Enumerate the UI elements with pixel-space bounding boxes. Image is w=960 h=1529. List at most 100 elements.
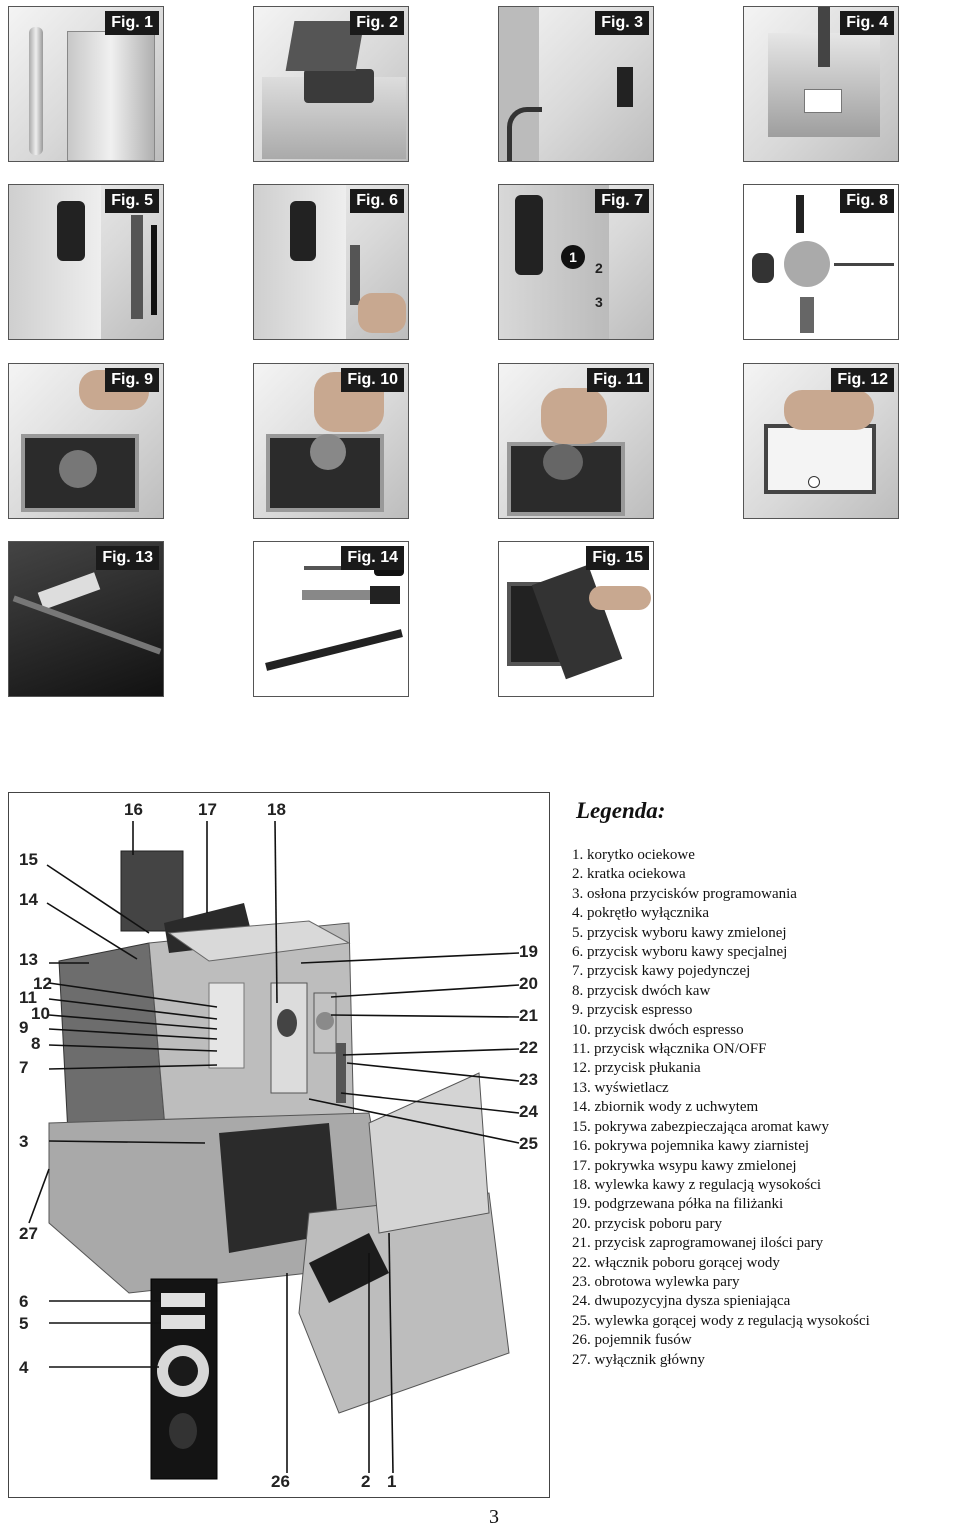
figure-label: Fig. 8 — [840, 189, 894, 213]
legend-item: 6. przycisk wyboru kawy specjalnej — [572, 944, 788, 961]
figure-illustration — [254, 7, 408, 161]
figure-label: Fig. 15 — [586, 546, 649, 570]
figure-illustration — [499, 364, 653, 518]
callout-12: 12 — [33, 974, 52, 993]
page-number: 3 — [489, 1506, 499, 1528]
figure-12: Fig. 12 — [743, 363, 899, 519]
figure-illustration: 1 2 3 — [499, 185, 653, 339]
legend-item: 2. kratka ociekowa — [572, 866, 686, 883]
legend-item: 25. wylewka gorącej wody z regulacją wys… — [572, 1312, 870, 1329]
figure-illustration — [9, 364, 163, 518]
figure-4: Fig. 4 — [743, 6, 899, 162]
callout-2: 2 — [595, 260, 603, 276]
figure-15: Fig. 15 — [498, 541, 654, 697]
callout-9: 9 — [19, 1018, 29, 1037]
legend-item: 20. przycisk poboru pary — [572, 1215, 722, 1232]
legend-item: 1. korytko ociekowe — [572, 847, 695, 863]
callout-3: 3 — [19, 1132, 29, 1151]
callout-25: 25 — [519, 1134, 538, 1153]
callout-14: 14 — [19, 890, 38, 909]
callout-17: 17 — [198, 800, 217, 819]
figure-illustration — [744, 7, 898, 161]
legend-item: 17. pokrywka wsypu kawy zmielonej — [572, 1157, 797, 1174]
legend-item: 26. pojemnik fusów — [572, 1332, 692, 1349]
figure-illustration — [499, 7, 653, 161]
figure-illustration — [744, 185, 898, 339]
figure-label: Fig. 12 — [831, 368, 894, 392]
figure-illustration — [254, 185, 408, 339]
figure-6: Fig. 6 — [253, 184, 409, 340]
callout-18: 18 — [267, 800, 286, 819]
callout-26: 26 — [271, 1472, 290, 1491]
callout-15: 15 — [19, 850, 38, 869]
callout-1: 1 — [561, 245, 585, 269]
callout-10: 10 — [31, 1004, 50, 1023]
legend-item: 23. obrotowa wylewka pary — [572, 1273, 740, 1290]
machine-diagram: 16 17 18 15 14 19 13 20 12 11 21 10 9 22… — [8, 792, 550, 1498]
callout-5: 5 — [19, 1314, 29, 1333]
figure-5: Fig. 5 — [8, 184, 164, 340]
callout-27: 27 — [19, 1224, 38, 1243]
legend-item: 24. dwupozycyjna dysza spieniająca — [572, 1293, 791, 1310]
legend-item: 7. przycisk kawy pojedynczej — [572, 963, 751, 980]
figure-9: Fig. 9 — [8, 363, 164, 519]
figure-label: Fig. 7 — [595, 189, 649, 213]
figure-label: Fig. 9 — [105, 368, 159, 392]
legend-item: 14. zbiornik wody z uchwytem — [572, 1099, 759, 1116]
figure-label: Fig. 14 — [341, 546, 404, 570]
callout-22: 22 — [519, 1038, 538, 1057]
figure-label: Fig. 5 — [105, 189, 159, 213]
legend-item: 13. wyświetlacz — [572, 1079, 669, 1096]
figure-label: Fig. 13 — [96, 546, 159, 570]
figure-8: Fig. 8 — [743, 184, 899, 340]
callout-13: 13 — [19, 950, 38, 969]
figure-13: Fig. 13 — [8, 541, 164, 697]
callout-16: 16 — [124, 800, 143, 819]
legend-item: 9. przycisk espresso — [572, 1002, 693, 1019]
legend-item: 15. pokrywa zabezpieczająca aromat kawy — [572, 1118, 829, 1135]
legend-item: 12. przycisk płukania — [572, 1060, 701, 1077]
legend-list: 1. korytko ociekowe 2. kratka ociekowa 3… — [572, 846, 870, 1370]
figure-label: Fig. 2 — [350, 11, 404, 35]
figure-illustration — [9, 7, 163, 161]
figure-label: Fig. 3 — [595, 11, 649, 35]
figure-label: Fig. 10 — [341, 368, 404, 392]
machine-illustration — [28, 820, 520, 1480]
callout-19: 19 — [519, 942, 538, 961]
figure-label: Fig. 6 — [350, 189, 404, 213]
legend-item: 8. przycisk dwóch kaw — [572, 982, 711, 999]
callout-2: 2 — [361, 1472, 371, 1491]
legend-title: Legenda: — [576, 798, 666, 823]
figure-3: Fig. 3 — [498, 6, 654, 162]
callout-3: 3 — [595, 294, 603, 310]
legend-item: 3. osłona przycisków programowania — [572, 885, 797, 902]
figure-illustration — [9, 185, 163, 339]
legend-item: 4. pokrętło wyłącznika — [572, 905, 710, 922]
legend-item: 27. wyłącznik główny — [572, 1351, 705, 1368]
figure-2: Fig. 2 — [253, 6, 409, 162]
figure-illustration — [499, 542, 653, 696]
legend-item: 21. przycisk zaprogramowanej ilości pary — [572, 1235, 824, 1252]
figure-11: Fig. 11 — [498, 363, 654, 519]
callout-7: 7 — [19, 1058, 29, 1077]
figure-illustration — [254, 364, 408, 518]
legend-item: 11. przycisk włącznika ON/OFF — [572, 1041, 767, 1058]
figure-14: Fig. 14 — [253, 541, 409, 697]
callout-6: 6 — [19, 1292, 29, 1311]
legend-item: 16. pokrywa pojemnika kawy ziarnistej — [572, 1138, 810, 1155]
callout-4: 4 — [19, 1358, 29, 1377]
legend-item: 22. włącznik poboru gorącej wody — [572, 1254, 780, 1271]
figure-7: 1 2 3 Fig. 7 — [498, 184, 654, 340]
figure-label: Fig. 1 — [105, 11, 159, 35]
callout-24: 24 — [519, 1102, 538, 1121]
callout-20: 20 — [519, 974, 538, 993]
legend-item: 19. podgrzewana półka na filiżanki — [572, 1196, 784, 1213]
callout-21: 21 — [519, 1006, 538, 1025]
callout-11: 11 — [19, 988, 37, 1007]
legend-item: 5. przycisk wyboru kawy zmielonej — [572, 924, 787, 941]
legend-item: 18. wylewka kawy z regulacją wysokości — [572, 1176, 822, 1193]
figure-label: Fig. 4 — [840, 11, 894, 35]
callout-1: 1 — [387, 1472, 397, 1491]
figure-label: Fig. 11 — [587, 368, 649, 392]
figure-1: Fig. 1 — [8, 6, 164, 162]
